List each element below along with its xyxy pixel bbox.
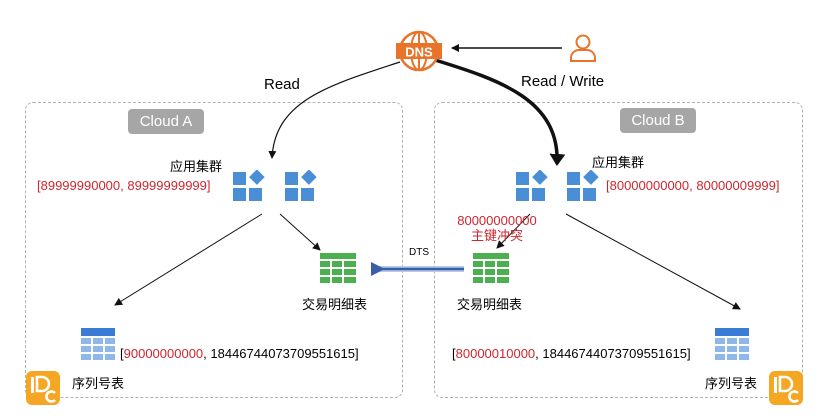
read-label: Read: [264, 76, 300, 93]
cloud-a-seq-range-rest: , 18446744073709551615]: [203, 346, 359, 361]
cloud-a-seq-table-label: 序列号表: [72, 376, 125, 391]
idc-logo-icon: [26, 371, 60, 405]
b-app-to-txn-arrow: [496, 213, 531, 249]
app-node-icon: [567, 170, 599, 201]
primary-key-conflict-note: 80000000000 主键冲突: [452, 213, 542, 243]
cloud-a-seq-range: [90000000000, 18446744073709551615]: [120, 346, 359, 361]
dts-label: DTS: [409, 247, 429, 258]
app-node-icon: [516, 170, 548, 201]
cloud-b-app-cluster-label: 应用集群: [592, 155, 645, 170]
dns-label: DNS: [405, 45, 433, 60]
transaction-table-icon: [320, 253, 356, 283]
read-write-label: Read / Write: [521, 73, 605, 90]
cloud-b-seq-table-label: 序列号表: [705, 376, 758, 391]
app-node-icon: [285, 170, 317, 201]
read-arrow: [268, 61, 401, 159]
cloud-b-label: Cloud B: [620, 108, 696, 133]
sequence-table-icon: [81, 328, 115, 360]
cloud-a-seq-range-open: [: [120, 346, 124, 361]
a-app-to-seq-arrow: [114, 213, 263, 306]
cloud-a-app-cluster-label: 应用集群: [170, 159, 223, 174]
read-write-arrow: [434, 58, 566, 166]
cloud-a-range: [89999990000, 89999999999]: [37, 178, 211, 193]
dns-icon: DNS: [396, 30, 442, 72]
conflict-value: 80000000000: [457, 213, 537, 228]
cloud-b-range: [80000000000, 80000009999]: [606, 178, 780, 193]
cloud-b-seq-range: [80000010000, 18446744073709551615]: [452, 346, 691, 361]
cloud-a-label: Cloud A: [128, 109, 204, 134]
a-app-to-txn-arrow: [279, 213, 321, 251]
b-app-to-seq-arrow: [565, 213, 741, 310]
cloud-a-seq-range-value: 90000000000: [123, 346, 204, 361]
app-node-icon: [233, 170, 265, 201]
sequence-table-icon: [715, 328, 749, 360]
cloud-a-txn-table-label: 交易明细表: [302, 297, 368, 312]
cloud-b-txn-table-label: 交易明细表: [457, 297, 523, 312]
cloud-b-seq-range-rest: , 18446744073709551615]: [535, 346, 691, 361]
cloud-b-seq-range-value: 80000010000: [455, 346, 536, 361]
idc-logo-icon: [769, 371, 803, 405]
user-icon: [570, 34, 596, 62]
conflict-text: 主键冲突: [470, 228, 523, 243]
cloud-b-seq-range-open: [: [452, 346, 456, 361]
transaction-table-icon: [473, 253, 509, 283]
cloud-b-container: [434, 102, 803, 398]
cloud-a-container: [25, 102, 403, 398]
